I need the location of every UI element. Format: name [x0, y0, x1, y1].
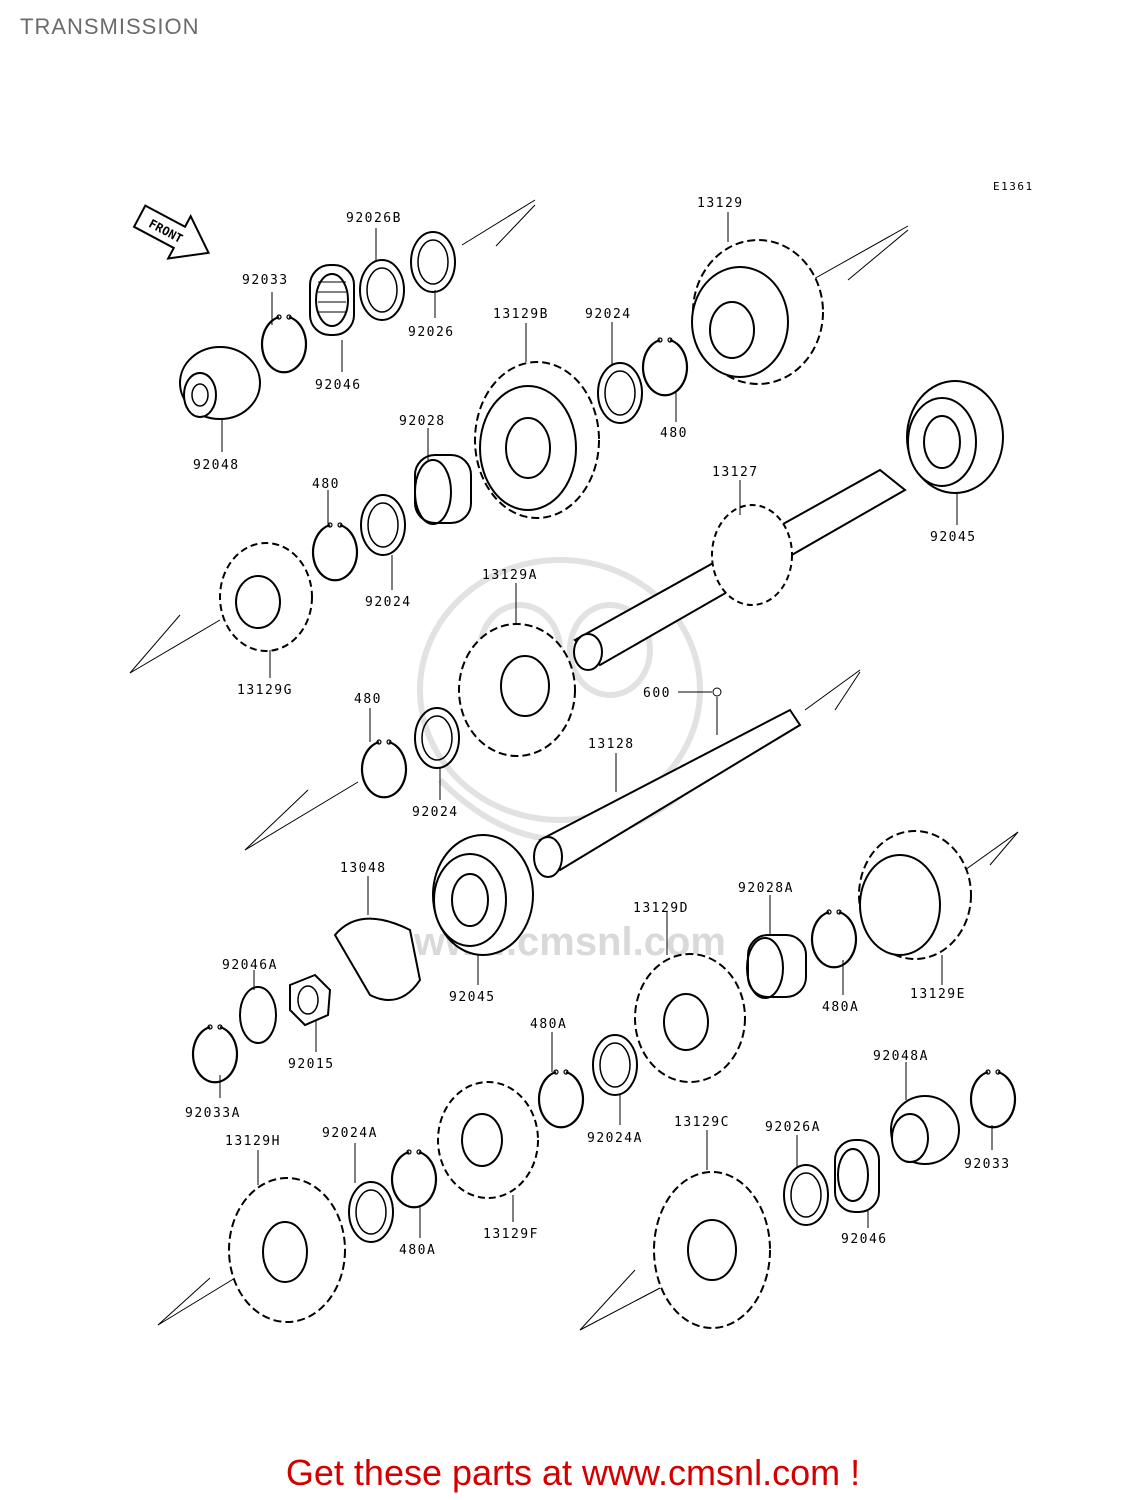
gear-13129A [458, 623, 576, 757]
label-92026: 92026 [408, 325, 455, 340]
page-title: TRANSMISSION [20, 14, 200, 39]
circlip-480-low [360, 738, 408, 799]
circlip-480A-mid [537, 1068, 585, 1129]
bushing-92048A [890, 1095, 960, 1165]
gear-13129D [634, 953, 746, 1083]
circlip-480A-low [390, 1148, 438, 1209]
label-480-top: 480 [660, 426, 688, 441]
bushing-92048 [179, 346, 261, 420]
label-92048A: 92048A [873, 1049, 929, 1064]
label-92045-low: 92045 [449, 990, 496, 1005]
gear-13129F [437, 1081, 539, 1199]
circlip-92033A [191, 1023, 239, 1084]
output-shaft-13128 [533, 708, 802, 878]
diagram-code: E1361 [993, 180, 1034, 193]
needle-bearing-92046-low [834, 1139, 880, 1213]
label-92045-top: 92045 [930, 530, 977, 545]
label-13129E: 13129E [910, 987, 966, 1002]
label-13128: 13128 [588, 737, 635, 752]
label-13129C: 13129C [674, 1115, 730, 1130]
circlip-480-mid [311, 521, 359, 582]
spline-washer-92024-low [414, 707, 460, 769]
ball-bearing-92045-low [432, 834, 534, 956]
circlip-92033-low [969, 1068, 1017, 1129]
label-480A-right: 480A [822, 1000, 859, 1015]
ball-bearing-92045-top [906, 380, 1004, 494]
label-92028: 92028 [399, 414, 446, 429]
label-92024-mid: 92024 [365, 595, 412, 610]
gear-13129G [219, 542, 313, 652]
label-92024A-low: 92024A [322, 1126, 378, 1141]
circlip-480-top [641, 336, 689, 397]
spline-washer-92024A-low [348, 1181, 394, 1243]
label-13129F: 13129F [483, 1227, 539, 1242]
label-92033-low: 92033 [964, 1157, 1011, 1172]
label-600: 600 [643, 686, 671, 701]
washer-92026A [783, 1164, 829, 1226]
washer-92026 [410, 231, 456, 293]
needle-bearing-92046A [239, 986, 277, 1044]
spline-washer-92024-top [597, 362, 643, 424]
label-13129B: 13129B [493, 307, 549, 322]
washer-92026B [359, 259, 405, 321]
gear-13129H [228, 1177, 346, 1323]
label-92026A: 92026A [765, 1120, 821, 1135]
label-13129G: 13129G [237, 683, 293, 698]
label-480A-low: 480A [399, 1243, 436, 1258]
label-13129H: 13129H [225, 1134, 281, 1149]
bushing-92028A [746, 934, 807, 999]
label-13129: 13129 [697, 196, 744, 211]
label-480-mid: 480 [312, 477, 340, 492]
label-92033: 92033 [242, 273, 289, 288]
nut-92015 [289, 973, 332, 1027]
label-92015: 92015 [288, 1057, 335, 1072]
label-92046-low: 92046 [841, 1232, 888, 1247]
gear-13129 [691, 239, 824, 385]
label-92046A: 92046A [222, 958, 278, 973]
label-92028A: 92028A [738, 881, 794, 896]
label-92024A-mid: 92024A [587, 1131, 643, 1146]
label-92046: 92046 [315, 378, 362, 393]
axis-lines [129, 199, 1019, 1331]
circlip-480A-right [810, 908, 858, 969]
front-arrow-icon: FRONT [132, 204, 211, 260]
label-92033A: 92033A [185, 1106, 241, 1121]
bushing-92028 [414, 454, 472, 525]
label-13048: 13048 [340, 861, 387, 876]
gear-13129B [474, 361, 600, 519]
spline-washer-92024A-mid [592, 1034, 638, 1096]
label-92026B: 92026B [346, 211, 402, 226]
drum-13048 [333, 917, 422, 1001]
label-92048: 92048 [193, 458, 240, 473]
cta-link[interactable]: Get these parts at www.cmsnl.com ! [285, 1452, 861, 1493]
label-13127: 13127 [712, 465, 759, 480]
gear-13129C [653, 1171, 771, 1329]
spline-washer-92024-mid [360, 494, 406, 556]
input-shaft-13127 [573, 468, 907, 671]
label-480-low: 480 [354, 692, 382, 707]
label-92024-low: 92024 [412, 805, 459, 820]
needle-bearing-92046 [309, 264, 355, 336]
label-92024-top: 92024 [585, 307, 632, 322]
label-480A-mid: 480A [530, 1017, 567, 1032]
part-labels: 92026B 92033 92026 92046 92048 13129 131… [185, 196, 1011, 1258]
circlip-92033 [260, 313, 308, 374]
label-13129A: 13129A [482, 568, 538, 583]
gear-13129E [858, 830, 972, 960]
label-13129D: 13129D [633, 901, 689, 916]
